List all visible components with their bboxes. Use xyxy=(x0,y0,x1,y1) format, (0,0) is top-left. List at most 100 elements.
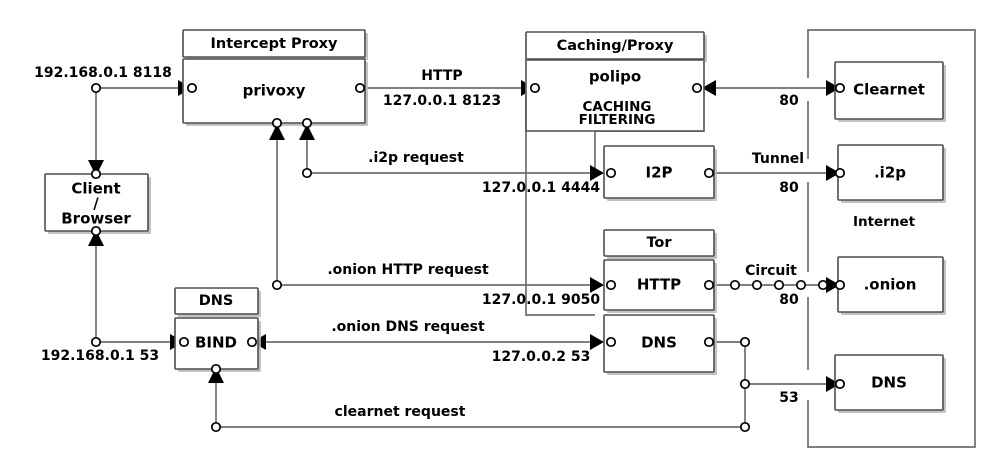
port-bind-out xyxy=(246,336,258,348)
node-tor[interactable]: Tor HTTP DNS xyxy=(603,229,717,375)
polipo-title: Caching/Proxy xyxy=(557,38,674,54)
port-client-top xyxy=(90,168,102,180)
port-onion-in xyxy=(834,279,846,291)
label-client-to-bind: 192.168.0.1 53 xyxy=(41,348,159,364)
arrowhead-layer xyxy=(88,80,840,392)
bind-title: DNS xyxy=(199,293,234,309)
node-dns-destination[interactable]: DNS xyxy=(834,354,946,413)
node-privoxy[interactable]: Intercept Proxy privoxy xyxy=(182,29,368,126)
arrow-into-tor-http xyxy=(590,277,604,293)
port-layer xyxy=(90,82,846,433)
internet-boundary-label: Internet xyxy=(853,214,916,230)
polipo-label: polipo xyxy=(589,68,641,86)
port-privoxy-bottom-right xyxy=(301,117,313,129)
port-polipo-in xyxy=(529,82,541,94)
port-privoxy-in xyxy=(186,82,198,94)
privoxy-title: Intercept Proxy xyxy=(211,36,339,52)
i2p-label: I2P xyxy=(645,164,672,182)
port-tor-dns-in xyxy=(605,336,617,348)
arrow-up-into-bind xyxy=(208,367,224,383)
node-i2p[interactable]: I2P xyxy=(603,145,717,201)
label-dns-port: 53 xyxy=(779,390,798,406)
port-dns-junction-mid xyxy=(739,378,751,390)
tor-dns-label: DNS xyxy=(641,334,677,352)
port-i2p-in xyxy=(605,167,617,179)
label-tunnel-port: 80 xyxy=(779,180,799,196)
node-polipo[interactable]: Caching/Proxy polipo CACHING FILTERING xyxy=(525,31,707,132)
arrow-up-privoxy-right xyxy=(299,124,315,140)
label-onion-http-addr: 127.0.0.1 9050 xyxy=(482,292,601,308)
label-onion-dns-request: .onion DNS request xyxy=(331,319,485,335)
node-clearnet[interactable]: Clearnet xyxy=(834,61,946,122)
label-clearnet-port: 80 xyxy=(779,93,799,109)
label-circuit: Circuit xyxy=(745,263,797,279)
port-privoxy-bottom-left xyxy=(271,117,283,129)
tor-http-label: HTTP xyxy=(637,276,681,294)
port-circuit-hop-1 xyxy=(729,279,741,291)
label-privoxy-polipo-addr: 127.0.0.1 8123 xyxy=(383,93,501,109)
label-onion-dns-addr: 127.0.0.2 53 xyxy=(492,349,591,365)
client-label-line3: Browser xyxy=(61,210,131,228)
port-i2p-out xyxy=(703,167,715,179)
port-onion-http-origin xyxy=(271,279,283,291)
label-clearnet-request: clearnet request xyxy=(335,404,466,420)
label-i2p-request: .i2p request xyxy=(368,150,464,166)
port-i2pdest-in xyxy=(834,167,846,179)
port-circuit-hop-2 xyxy=(751,279,763,291)
clearnet-label: Clearnet xyxy=(853,81,925,99)
port-circuit-hop-5 xyxy=(817,279,829,291)
node-bind[interactable]: DNS BIND xyxy=(174,287,261,372)
label-onion-http-request: .onion HTTP request xyxy=(327,262,489,278)
tor-title: Tor xyxy=(646,235,672,251)
internet-boundary xyxy=(807,29,976,448)
arrow-into-i2p xyxy=(590,165,604,181)
port-bind-in xyxy=(178,336,190,348)
client-label-line1: Client xyxy=(71,180,120,198)
label-http: HTTP xyxy=(421,68,462,84)
port-circuit-hop-4 xyxy=(795,279,807,291)
port-tor-http-in xyxy=(605,279,617,291)
node-onion-destination[interactable]: .onion xyxy=(837,256,946,315)
port-dns-junction-top xyxy=(739,336,751,348)
port-dnsdest-in xyxy=(834,378,846,390)
edge-label-layer: 192.168.0.1 8118 HTTP 127.0.0.1 8123 80 … xyxy=(34,65,804,420)
port-privoxy-out xyxy=(354,82,366,94)
arrow-into-clearnet xyxy=(826,80,840,96)
port-bind-bottom xyxy=(210,363,222,375)
arrow-into-i2pdest xyxy=(826,165,840,181)
port-clearnet-request-origin xyxy=(210,421,222,433)
dns-destination-label: DNS xyxy=(871,374,907,392)
arrow-into-dnsdest xyxy=(826,376,840,392)
label-i2p-addr: 127.0.0.1 4444 xyxy=(482,180,601,196)
polipo-note-caching: CACHING xyxy=(583,99,652,115)
arrow-back-to-polipo xyxy=(702,80,716,96)
port-tor-dns-out xyxy=(703,336,715,348)
wire-polipo-left-down xyxy=(525,95,595,316)
port-polipo-out xyxy=(691,82,703,94)
wire-layer xyxy=(95,87,838,428)
port-tor-http-out xyxy=(703,279,715,291)
arrow-up-privoxy-left xyxy=(269,124,285,140)
port-clearnet-in xyxy=(834,82,846,94)
label-tunnel: Tunnel xyxy=(752,151,804,167)
port-i2p-request-origin xyxy=(301,167,313,179)
label-circuit-port: 80 xyxy=(779,292,799,308)
port-dns-junction-bottom xyxy=(739,421,751,433)
privoxy-label: privoxy xyxy=(243,82,306,100)
client-label-slash: / xyxy=(93,195,99,213)
i2p-destination-label: .i2p xyxy=(874,164,906,182)
arrow-up-client xyxy=(88,230,104,246)
port-client-dns-out xyxy=(90,336,102,348)
arrow-into-tor-dns xyxy=(590,334,604,350)
polipo-note-filtering: FILTERING xyxy=(579,112,656,128)
port-client-out xyxy=(90,82,102,94)
bind-label: BIND xyxy=(195,334,237,352)
port-client-bottom xyxy=(90,225,102,237)
port-circuit-hop-3 xyxy=(773,279,785,291)
arrow-into-onion xyxy=(826,277,840,293)
node-i2p-destination[interactable]: .i2p xyxy=(837,144,946,203)
arrow-down-client xyxy=(88,160,104,176)
node-client-browser[interactable]: Client / Browser xyxy=(44,173,151,234)
onion-destination-label: .onion xyxy=(864,276,917,294)
